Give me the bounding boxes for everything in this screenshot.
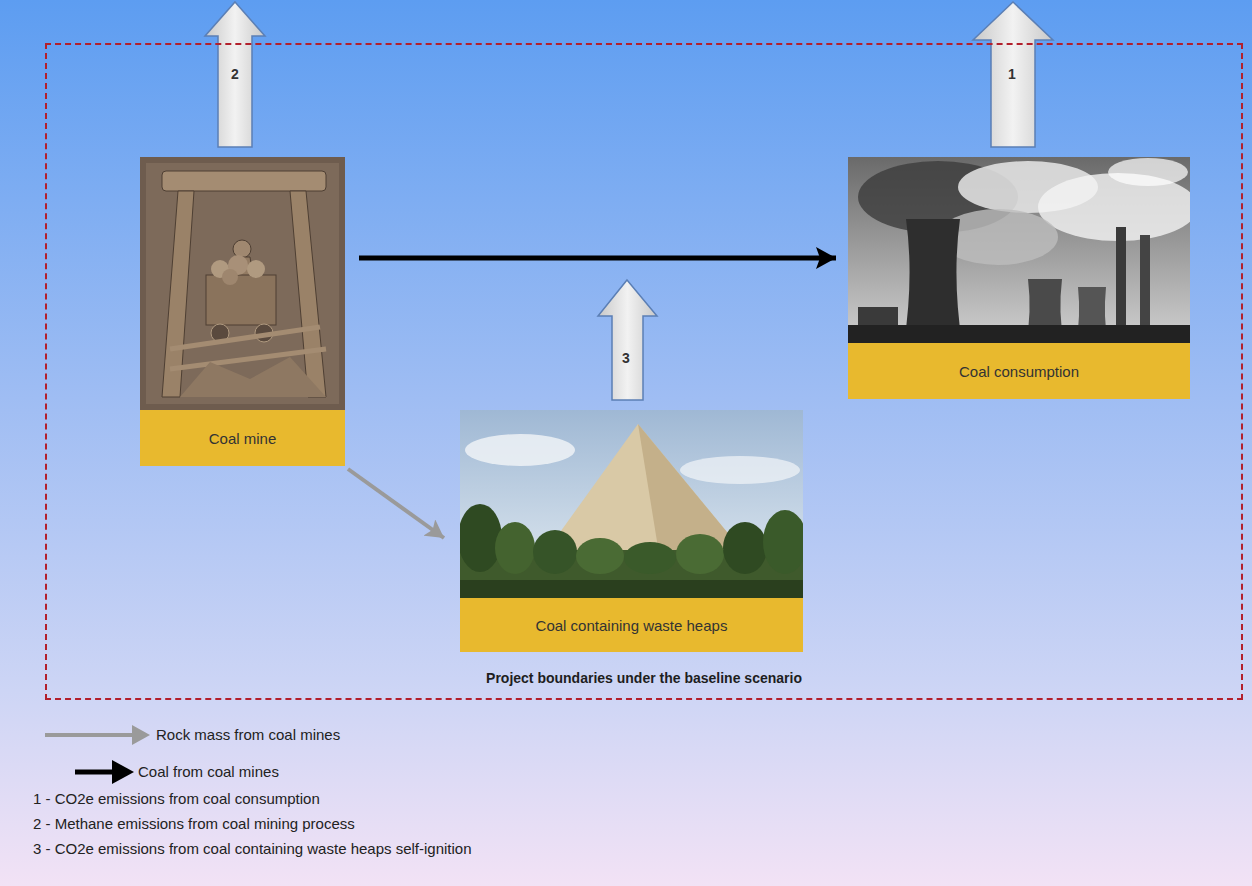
note-text: 2 - Methane emissions from coal mining p… [33, 815, 355, 832]
waste-heap-picture [460, 410, 803, 598]
callout-number: 3 [622, 350, 630, 366]
coal-mine-picture [140, 157, 345, 410]
label-band: Coal mine [140, 410, 345, 466]
label-band: Coal consumption [848, 343, 1190, 399]
legend-arrow [45, 725, 150, 745]
legend-arrow [75, 760, 134, 784]
callout-number: 2 [231, 66, 239, 82]
boundary-box: Project boundaries under the baseline sc… [45, 43, 1243, 700]
callout-number: 1 [1008, 66, 1016, 82]
flow-arrow [359, 256, 836, 261]
legend-text: Coal from coal mines [138, 763, 279, 780]
picture-box: Coal mine [140, 157, 345, 466]
power-plant-picture [848, 157, 1190, 343]
emission-arrow [973, 2, 1053, 147]
node-label: Coal consumption [959, 363, 1079, 380]
node-label: Coal mine [209, 430, 277, 447]
picture-box: Coal containing waste heaps [460, 410, 803, 652]
boundary-caption: Project boundaries under the baseline sc… [47, 670, 1241, 686]
picture-box: Coal consumption [848, 157, 1190, 399]
label-band: Coal containing waste heaps [460, 598, 803, 652]
legend-text: Rock mass from coal mines [156, 726, 340, 743]
flow-arrow [348, 469, 444, 538]
note-text: 1 - CO2e emissions from coal consumption [33, 790, 320, 807]
emission-arrow [598, 280, 657, 400]
node-label: Coal containing waste heaps [536, 617, 728, 634]
emission-arrow [205, 2, 265, 147]
note-text: 3 - CO2e emissions from coal containing … [33, 840, 472, 857]
